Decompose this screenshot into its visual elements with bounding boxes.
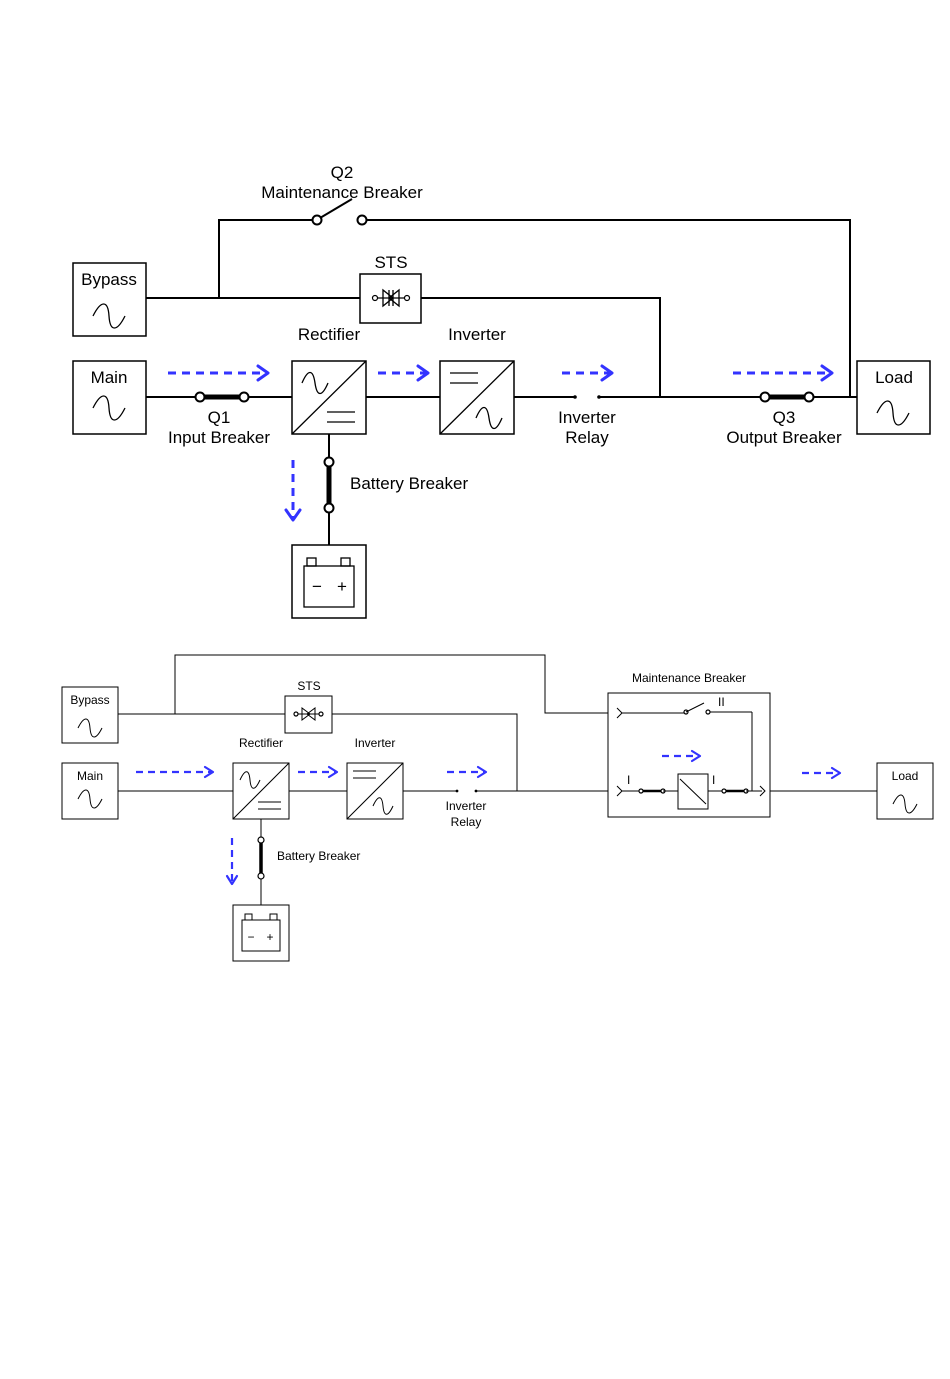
- sts-box: [360, 274, 421, 323]
- battery-minus: −: [247, 930, 254, 944]
- q3-breaker: [761, 393, 814, 402]
- load-label: Load: [892, 769, 919, 783]
- diagram-top: Q2 Maintenance Breaker STS Bypass Main: [73, 163, 930, 618]
- battery-breaker: [258, 837, 264, 879]
- q2-id: Q2: [331, 163, 354, 182]
- maintenance-line-left: [219, 220, 317, 298]
- inverter-label: Inverter: [448, 325, 506, 344]
- q2-switch: [313, 199, 367, 225]
- q1-breaker: [196, 393, 249, 402]
- battery-plus: +: [337, 577, 347, 596]
- q1-label: Input Breaker: [168, 428, 270, 447]
- battery-box: − +: [292, 545, 366, 618]
- maintenance-line: [175, 655, 609, 714]
- rectifier-label: Rectifier: [298, 325, 361, 344]
- mark-ii: II: [718, 695, 725, 709]
- inverter-relay: [456, 790, 478, 793]
- relay-label-2: Relay: [565, 428, 609, 447]
- sts-box: [285, 696, 332, 733]
- battery-breaker-label: Battery Breaker: [277, 849, 360, 863]
- maintenance-breaker-label: Maintenance Breaker: [632, 671, 746, 685]
- q3-id: Q3: [773, 408, 796, 427]
- battery-plus: +: [266, 930, 273, 944]
- rectifier-label: Rectifier: [239, 736, 283, 750]
- sts-label: STS: [297, 679, 320, 693]
- arrow-head-icon: [832, 768, 840, 778]
- relay-label-1: Inverter: [446, 799, 487, 813]
- sts-label: STS: [374, 253, 407, 272]
- battery-breaker: [325, 458, 334, 513]
- relay-label-1: Inverter: [558, 408, 616, 427]
- bypass-label: Bypass: [70, 693, 109, 707]
- load-label: Load: [875, 368, 913, 387]
- arrow-head-icon: [329, 767, 337, 777]
- battery-breaker-label: Battery Breaker: [350, 474, 468, 493]
- mark-i-left: I: [627, 773, 630, 787]
- q1-id: Q1: [208, 408, 231, 427]
- main-label: Main: [77, 769, 103, 783]
- arrow-head-icon: [286, 510, 300, 520]
- mark-i-right: I: [712, 773, 715, 787]
- diagram-bottom: Bypass Main STS Rectifier Inverter: [62, 655, 933, 961]
- bypass-label: Bypass: [81, 270, 137, 289]
- inverter-relay: [573, 395, 601, 399]
- battery-box: − +: [233, 905, 289, 961]
- rectifier-box: [233, 763, 289, 819]
- inverter-box: [347, 763, 403, 819]
- maintenance-breaker-cabinet: II I I: [608, 693, 770, 817]
- maintenance-line-right: [361, 220, 850, 397]
- inverter-label: Inverter: [355, 736, 396, 750]
- inverter-box: [440, 361, 514, 434]
- relay-label-2: Relay: [451, 815, 482, 829]
- main-label: Main: [91, 368, 128, 387]
- q2-label: Maintenance Breaker: [261, 183, 423, 202]
- rectifier-box: [292, 361, 366, 434]
- arrow-head-icon: [478, 767, 486, 777]
- q3-label: Output Breaker: [726, 428, 842, 447]
- battery-minus: −: [312, 577, 322, 596]
